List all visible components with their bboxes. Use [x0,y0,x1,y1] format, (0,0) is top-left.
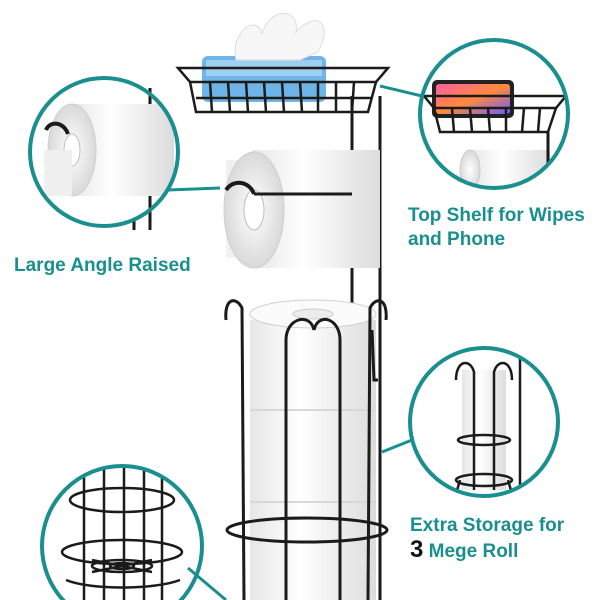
callout-shelf-label: Top Shelf for Wipes and Phone [408,204,585,252]
top-basket [175,66,391,114]
callout-base-circle [40,464,227,600]
callout-shelf-line2: and Phone [408,229,506,250]
callout-shelf-line1: Top Shelf for Wipes [408,205,585,226]
callout-angle-circle [28,76,221,228]
storage-rolls [249,299,377,600]
storage-cage [224,299,389,600]
wire-basket-icon [421,94,568,134]
callout-storage-line2-rest: Mege Roll [423,541,519,562]
callout-storage-line1: Extra Storage for [410,515,565,536]
callout-shelf-circle [379,38,570,190]
smartphone-icon [432,80,514,118]
roll-count: 3 [410,536,424,563]
callout-storage-label: Extra Storage for 3 Mege Roll [410,514,564,564]
toilet-paper-roll-icon [223,150,380,269]
callout-angle-label: Large Angle Raised [14,255,191,276]
callout-storage-line2: 3 Mege Roll [410,538,564,564]
callout-storage-circle [381,346,560,498]
